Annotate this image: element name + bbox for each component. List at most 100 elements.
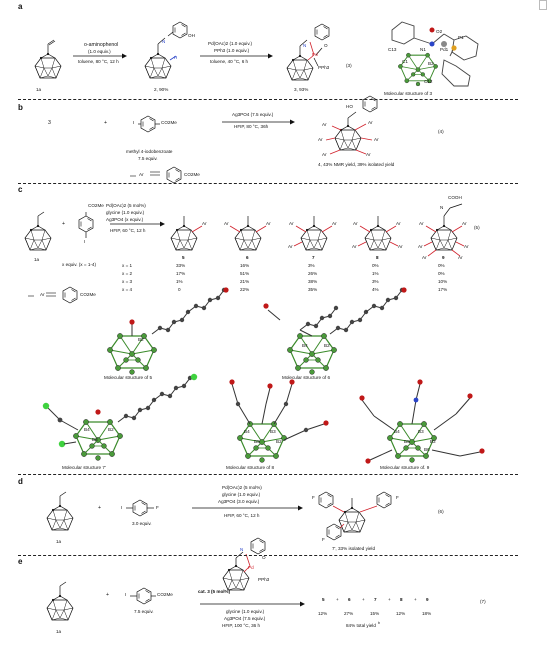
e-prod-5: 5 [322,597,325,602]
row-4-v7: 35% [308,287,318,292]
b-product: 4, 43% NMR yield, 39% isolated yield [318,162,395,167]
xtal-structure-5 [106,287,229,375]
row-3-v8: 3% [372,279,379,284]
e-cond2: Ag3PO4 (7.5 equiv.) [224,616,266,621]
atom-p1: P1 [458,35,464,40]
row-2-v9: 0% [438,271,445,276]
x8-b4: B4 [244,429,250,434]
x8-b2: B2 [276,439,282,444]
label-o-3: O [324,43,328,48]
row-4-v5: 0 [178,287,181,292]
atom-b2: B2 [428,61,434,66]
c-1a: 1a [34,257,40,262]
c-prod-6: 6 [246,255,249,260]
panel-a-label: a [18,2,23,11]
e-prod-6: 6 [348,597,351,602]
c-cooh: COOH [448,195,462,200]
d-f-2: F [396,495,399,500]
xtal-structure-3 [391,21,479,87]
x8-b3: B3 [270,429,276,434]
d-fluoro: F [156,505,159,510]
e-plus: + [106,592,110,598]
c-n: N [440,205,444,210]
e-plus-1: + [336,597,339,602]
c-x-equiv: x equiv. (x = 1-4) [62,262,96,267]
e-plus-3: + [388,597,391,602]
c-cond2: glycine (1.0 equiv.) [106,210,145,215]
x9-b5: B5 [404,439,410,444]
c-ar-6a: Ar [224,221,229,226]
row-3-v7: 38% [308,279,318,284]
aryl-iodide-e [136,587,152,605]
b-ar-4: Ar [374,137,379,142]
row-1-v8: 0% [372,263,379,268]
c-prod-7: 7 [312,255,315,260]
e-prod-9: 9 [426,597,429,602]
divider-bc [18,183,518,184]
row-4-v9: 17% [438,287,448,292]
corner-mark [539,0,547,10]
c-ar-9e: Ar [422,255,427,260]
x7-b2: B2 [108,427,114,432]
c-ar-7b: Ar [332,221,337,226]
atom-o2: O2 [436,29,443,34]
d-f-1: F [312,495,315,500]
e-total-sup: b [378,621,380,625]
e-cond3: HFIP, 100 °C, 36 h [222,623,261,628]
b-ar-6: Ar [366,152,371,157]
xtal-structure-9 [359,379,485,464]
b-ar-1: Ar [322,122,327,127]
c-ar-7c: Ar [288,244,293,249]
c-ar-9c: Ar [418,244,423,249]
e-cat: cat. 3 (5 mol%) [198,589,231,594]
d-cond4: HFIP, 60 °C, 12 h [224,513,260,518]
c-ar-9b: Ar [462,221,467,226]
e-pd: Pd [248,565,254,570]
eq-3: (3) [346,63,352,68]
atom-c12: C12 [424,79,433,84]
panel-c-label: c [18,185,23,194]
c-prod-8: 8 [376,255,379,260]
d-cond2: glycine (1.0 equiv.) [222,492,261,497]
e-yield-8: 12% [396,611,406,616]
b-iodo: I [133,120,135,125]
label-1a: 1a [36,87,42,92]
cap-5: Molecular structure of 5 [104,375,152,380]
row-1-v6: 16% [240,263,250,268]
x9-b4: B4 [394,429,400,434]
c-ar-co2me: CO2Me [80,292,96,297]
e-n: N [240,547,244,552]
compound-1a-d [46,491,74,531]
label-n-3: N [303,43,307,48]
d-reagent-eq: 3.0 equiv. [132,521,152,526]
aryl-iodide-c [78,215,94,233]
b-co2me: CO2Me [161,120,177,125]
d-f-3: F [322,537,325,542]
row-1-v7: 3% [308,263,315,268]
e-yield-6: 27% [344,611,354,616]
eq-4: (4) [438,129,444,134]
b-cond-bot: HFIP, 80 °C, 36h [234,124,269,129]
b-ar-2: Ar [368,120,373,125]
b-ho: HO [346,104,353,109]
c-prod-9: 9 [442,255,445,260]
row-3-x: x = 3 [122,279,133,284]
row-4-v8: 4% [372,287,379,292]
e-co2me: CO2Me [157,592,173,597]
panel-d-label: d [18,477,23,486]
x6-b4: B4 [302,343,308,348]
b-ar-3: Ar [318,137,323,142]
c-ar-7a: Ar [289,221,294,226]
c-prod-5: 5 [182,255,185,260]
row-2-v8: 1% [372,271,379,276]
divider-cd [18,474,518,475]
row-3-v6: 21% [240,279,250,284]
eq-5: (5) [474,225,480,230]
x9-b2: B2 [430,439,436,444]
label-3: 3, 93% [294,87,309,92]
x8-b5: B5 [254,439,260,444]
e-iodo: I [125,592,127,597]
cond-a-1: toluene, 80 °C, 12 h [78,59,119,64]
c-ar-8d: Ar [398,244,403,249]
